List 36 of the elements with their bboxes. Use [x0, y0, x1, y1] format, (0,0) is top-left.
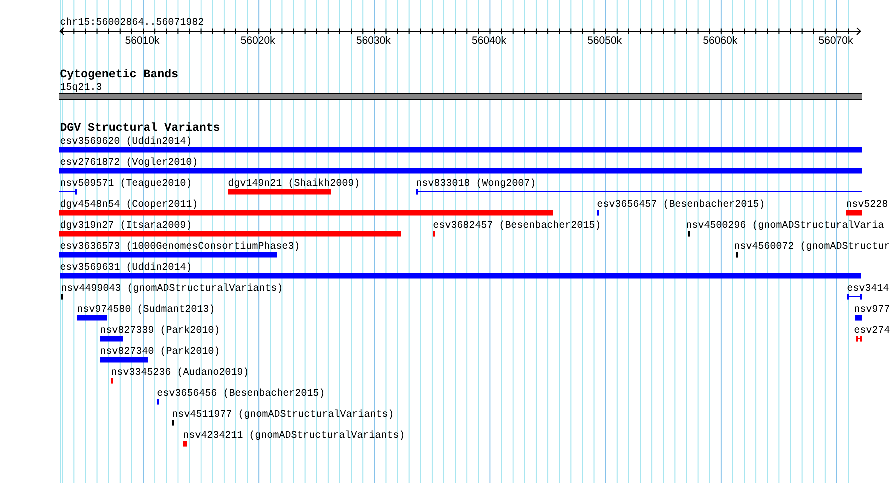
- variant-label: dgv319n27 (Itsara2009): [60, 220, 191, 230]
- track-title: DGV Structural Variants: [60, 122, 220, 132]
- variant-label: esv3414: [848, 284, 889, 292]
- variant-label: nsv4560072 (gnomADStructur: [735, 242, 890, 252]
- variant-label: esv3682457 (Besenbacher2015): [434, 220, 600, 230]
- variant-label: nsv4234211 (gnomADStructuralVariants): [184, 430, 404, 440]
- tick-label: 56070k: [819, 36, 854, 44]
- variant-label: esv2761872 (Vogler2010): [60, 158, 197, 168]
- variant-label: esv3569631 (Uddin2014): [60, 262, 191, 272]
- variant-label: nsv977: [855, 305, 890, 312]
- tick-label: 56030k: [356, 36, 391, 44]
- variant-label: dgv4548n54 (Cooper2011): [60, 200, 197, 210]
- variant-label: nsv827340 (Park2010): [101, 346, 219, 356]
- variant-label: esv274: [854, 326, 890, 334]
- variant-label: nsv974580 (Sudmant2013): [78, 304, 214, 314]
- tick-label: 56040k: [472, 36, 506, 44]
- variant-label: nsv827339 (Park2010): [101, 326, 219, 336]
- tick-label: 56020k: [241, 36, 276, 44]
- variant-label: nsv4500296 (gnomADStructuralVaria: [687, 220, 884, 230]
- variant-label: dgv149n21 (Shaikh2009): [228, 178, 359, 188]
- variant-label: nsv4499043 (gnomADStructuralVariants): [62, 284, 282, 294]
- variant-label: nsv509571 (Teague2010): [61, 178, 191, 188]
- variant-label: nsv5228: [847, 200, 888, 208]
- track-title: Cytogenetic Bands: [60, 69, 178, 80]
- variant-label: nsv833018 (Wong2007): [417, 178, 535, 188]
- tick-label: 56010k: [126, 36, 160, 44]
- tick-label: 56050k: [588, 36, 622, 44]
- variant-label: nsv4511977 (gnomADStructuralVariants): [173, 410, 393, 420]
- variant-label: esv3656456 (Besenbacher2015): [158, 388, 324, 398]
- variant-label: esv3636573 (1000GenomesConsortiumPhase3): [60, 242, 299, 252]
- variant-label: nsv3345236 (Audano2019): [112, 368, 248, 378]
- variant-label: esv3569620 (Uddin2014): [60, 136, 191, 146]
- band-label: 15q21.3: [60, 83, 102, 92]
- coordinate-label: chr15:56002864..56071982: [60, 18, 204, 26]
- variant-label: esv3656457 (Besenbacher2015): [598, 200, 764, 210]
- tick-label: 56060k: [704, 36, 738, 44]
